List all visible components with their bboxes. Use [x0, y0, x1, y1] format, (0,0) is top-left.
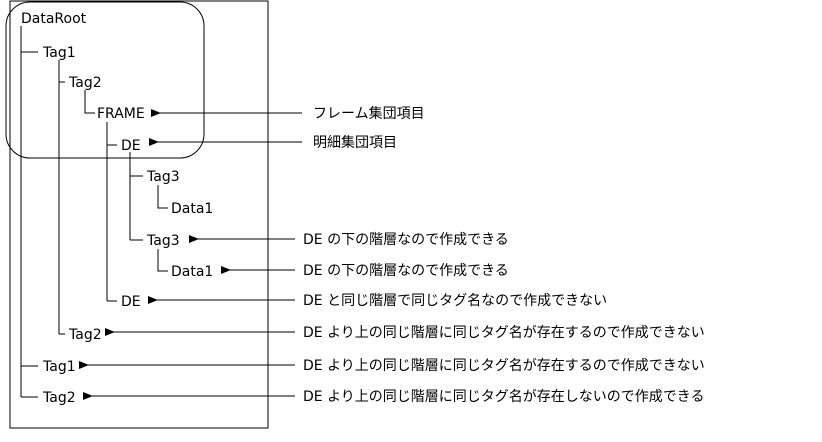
annotation-detail-group: 明細集団項目 — [313, 134, 397, 151]
node-tag1: Tag1 — [42, 45, 76, 61]
node-de: DE — [121, 294, 141, 310]
node-dataroot: DataRoot — [21, 11, 87, 27]
node-data1: Data1 — [171, 264, 213, 280]
node-data1: Data1 — [171, 201, 213, 217]
annotation-below-de: DE の下の階層なので作成できる — [303, 232, 509, 248]
annotation-above-de-duplicate: DE より上の同じ階層に同じタグ名が存在するので作成できない — [303, 325, 705, 341]
annotation-arrows — [79, 109, 302, 400]
connector-dataroot-children — [20, 26, 38, 398]
node-de: DE — [121, 138, 141, 154]
node-tag2: Tag2 — [68, 75, 102, 91]
annotation-below-de: DE の下の階層なので作成できる — [303, 263, 509, 279]
connector-tag2-children — [84, 90, 95, 114]
node-frame: FRAME — [97, 106, 145, 122]
connector-tag3-b-children — [157, 249, 168, 272]
tree-panel-border — [9, 0, 269, 429]
annotation-same-level-as-de: DE と同じ階層で同じタグ名なので作成できない — [303, 293, 607, 309]
connector-frame-children — [106, 122, 117, 302]
connector-tag3-a-children — [157, 185, 168, 209]
connector-tag1-children — [58, 60, 65, 335]
node-tag3: Tag3 — [146, 233, 180, 249]
node-tag2: Tag2 — [68, 327, 102, 343]
connector-de-children — [129, 152, 143, 241]
tree-connectors — [20, 26, 168, 398]
group-highlight-box — [5, 1, 205, 159]
node-tag3: Tag3 — [146, 169, 180, 185]
annotation-texts: フレーム集団項目 明細集団項目 DE の下の階層なので作成できる DE の下の階… — [303, 105, 705, 405]
annotation-above-de-duplicate: DE より上の同じ階層に同じタグ名が存在するので作成できない — [303, 358, 705, 374]
tree-node-labels: DataRoot Tag1 Tag2 FRAME DE Tag3 Data1 T… — [21, 11, 213, 406]
annotation-frame-group: フレーム集団項目 — [313, 105, 425, 122]
node-tag1: Tag1 — [42, 359, 76, 375]
annotation-above-de-unique: DE より上の同じ階層に同じタグ名が存在しないので作成できる — [303, 389, 705, 405]
node-tag2: Tag2 — [42, 390, 76, 406]
